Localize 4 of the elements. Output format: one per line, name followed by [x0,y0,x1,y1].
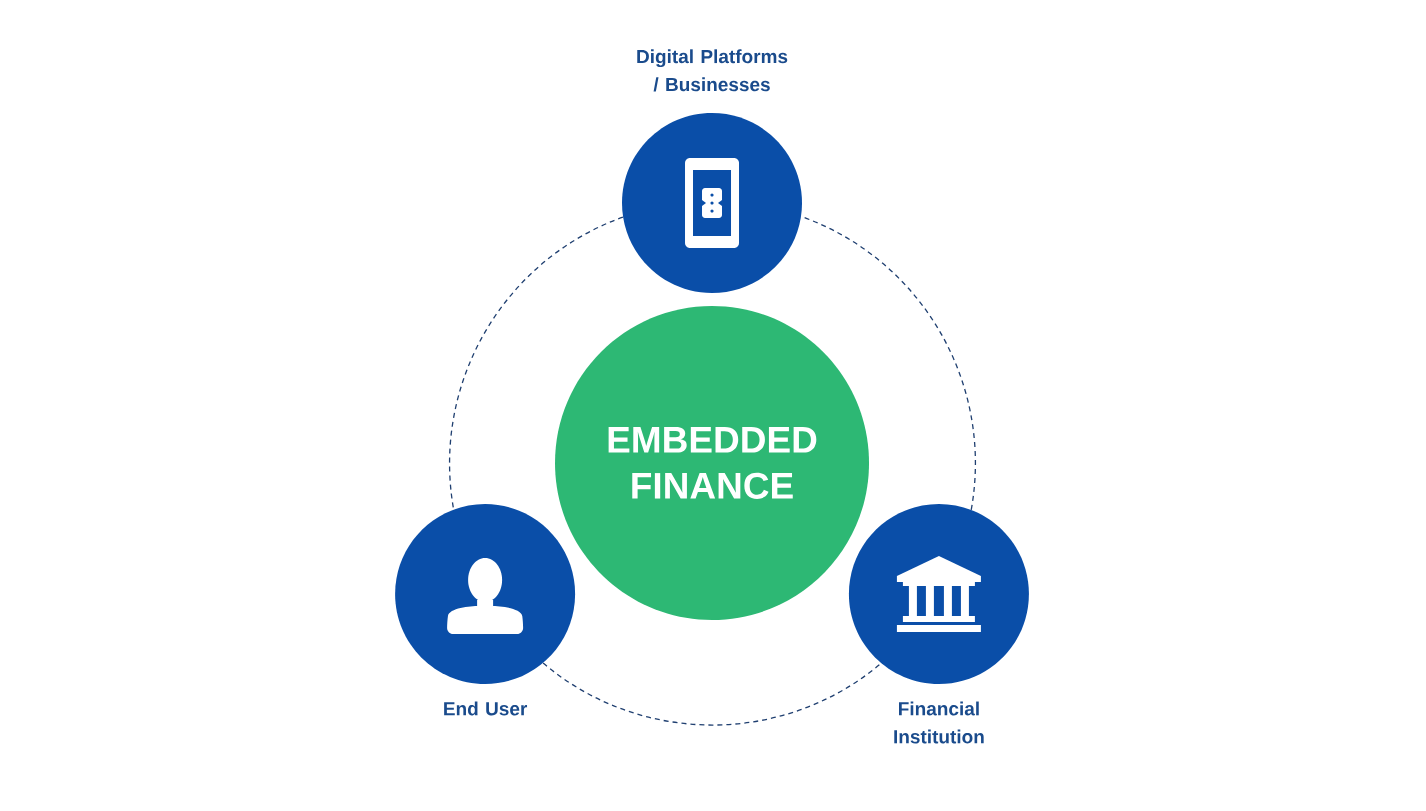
node-label: Digital Platforms / Businesses [637,49,788,92]
dashed-arc [542,662,883,726]
node-label: End User [444,701,528,716]
node-label: Financial Institution [894,701,984,744]
